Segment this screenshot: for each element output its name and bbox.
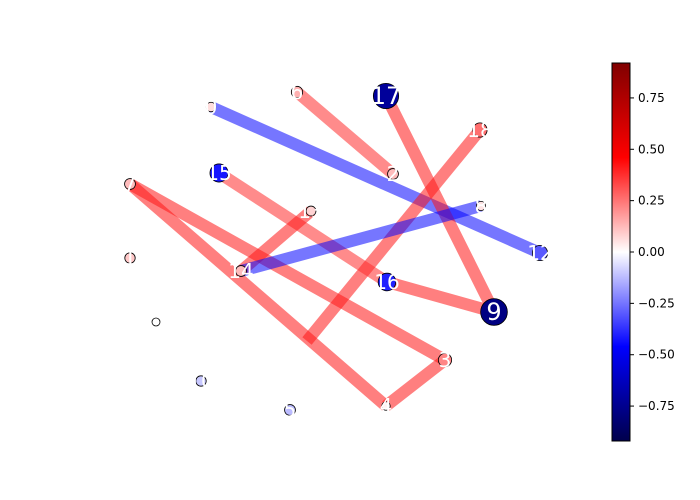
edges-layer: [126, 87, 543, 411]
colorbar-ticks: 0.75 0.50 0.25 0.00 −0.25 −0.50 −0.75: [630, 91, 675, 413]
edge-13-14: [237, 206, 315, 276]
node-label-2: 2: [387, 162, 400, 186]
node-12: 12: [527, 241, 552, 265]
node-11: 11: [143, 310, 168, 334]
node-circle-14: [235, 265, 247, 277]
node-18: 18: [467, 118, 492, 142]
node-15: 15: [206, 161, 231, 185]
node-label-1: 1: [124, 246, 137, 270]
node-16: 16: [374, 270, 399, 294]
node-label-15: 15: [206, 161, 231, 185]
node-label-0: 0: [205, 95, 218, 119]
node-6: 6: [291, 80, 304, 104]
colorbar-tick-label: −0.50: [638, 348, 675, 362]
node-4: 4: [380, 394, 393, 418]
edge-16-9: [385, 276, 496, 318]
node-circle-13: [305, 205, 317, 217]
node-circle-17: [372, 82, 400, 110]
node-10: 10: [188, 369, 213, 393]
node-circle-4: [381, 401, 391, 411]
node-label-9: 9: [486, 298, 501, 326]
node-circle-18: [472, 122, 488, 138]
node-circle-7: [124, 178, 136, 190]
colorbar: 0.75 0.50 0.25 0.00 −0.25 −0.50 −0.75: [611, 62, 675, 442]
node-7: 7: [124, 172, 137, 196]
node-circle-6: [290, 85, 304, 99]
colorbar-tick-label: 0.50: [638, 142, 665, 156]
edge-15-16: [215, 167, 391, 288]
node-label-11: 11: [143, 310, 168, 334]
node-label-3: 3: [439, 348, 452, 372]
edge-17-9: [380, 93, 500, 315]
colorbar-tick-label: 0.75: [638, 91, 665, 105]
node-circle-15: [209, 163, 229, 183]
edge-3-4: [382, 355, 449, 411]
node-5: 5: [284, 398, 297, 422]
node-circle-3: [437, 352, 453, 368]
node-label-18: 18: [467, 118, 492, 142]
node-label-12: 12: [527, 241, 552, 265]
colorbar-tick-label: 0.00: [638, 245, 665, 259]
node-circle-16: [377, 272, 397, 292]
node-3: 3: [437, 348, 453, 372]
colorbar-tick-label: −0.75: [638, 399, 675, 413]
node-label-6: 6: [291, 80, 304, 104]
edge-0-12: [208, 101, 543, 259]
node-8: 8: [475, 194, 488, 218]
edge-7-3: [127, 178, 448, 366]
node-13: 13: [298, 199, 323, 223]
node-label-16: 16: [374, 270, 399, 294]
node-circle-12: [532, 244, 549, 261]
node-circle-10: [195, 375, 207, 387]
node-14: 14: [228, 259, 253, 283]
node-circle-0: [205, 101, 217, 113]
node-label-14: 14: [228, 259, 253, 283]
edge-14-8: [239, 200, 483, 277]
node-label-7: 7: [124, 172, 137, 196]
colorbar-gradient: [611, 62, 631, 442]
node-circle-11: [151, 317, 161, 327]
edge-7-4: [126, 179, 390, 411]
node-circle-5: [284, 404, 296, 416]
node-circle-9: [480, 298, 508, 326]
node-0: 0: [205, 95, 218, 119]
node-9: 9: [480, 298, 508, 326]
node-label-10: 10: [188, 369, 213, 393]
node-label-4: 4: [380, 394, 393, 418]
node-label-5: 5: [284, 398, 297, 422]
node-circle-2: [387, 168, 399, 180]
edge-6-2: [293, 87, 397, 179]
node-circle-1: [124, 252, 136, 264]
node-1: 1: [124, 246, 137, 270]
node-17: 17: [371, 82, 402, 110]
colorbar-tick-label: 0.25: [638, 194, 665, 208]
node-label-13: 13: [298, 199, 323, 223]
node-label-17: 17: [371, 82, 402, 110]
node-2: 2: [387, 162, 400, 186]
node-circle-8: [475, 200, 486, 211]
node-label-8: 8: [475, 194, 488, 218]
colorbar-tick-label: −0.25: [638, 296, 675, 310]
